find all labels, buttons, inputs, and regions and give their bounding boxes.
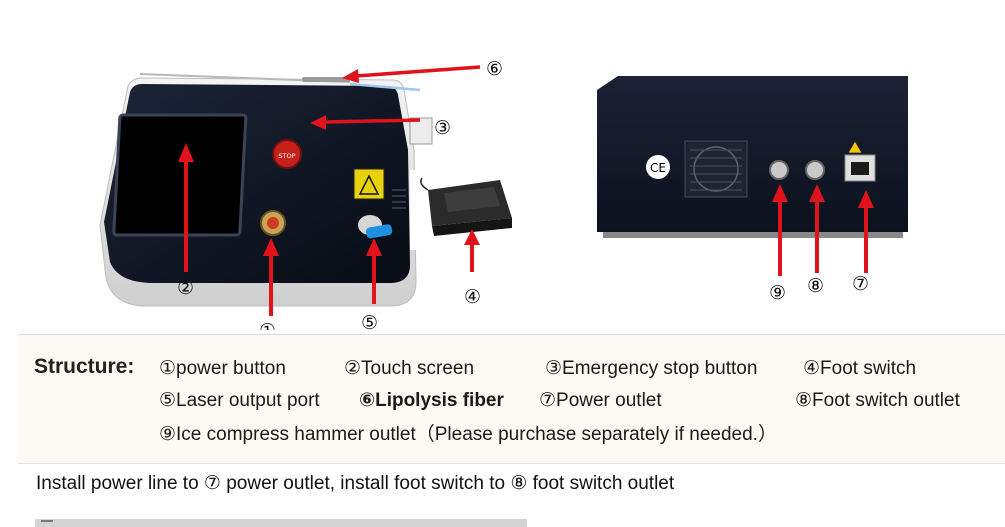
- callout-2: ②: [177, 277, 194, 299]
- structure-item: ⑦Power outlet: [539, 390, 662, 411]
- structure-item: ②Touch screen: [344, 358, 475, 379]
- structure-item: ①power button: [159, 358, 286, 379]
- laser-output-port: [358, 215, 393, 239]
- callout-4: ④: [464, 286, 481, 308]
- callout-8: ⑧: [807, 275, 824, 297]
- install-instruction: Install power line to ⑦ power outlet, in…: [36, 473, 675, 494]
- structure-item: ③Emergency stop button: [545, 358, 758, 379]
- callout-arrows: [178, 65, 874, 316]
- back-device: CE: [597, 76, 908, 238]
- svg-text:CE: CE: [650, 161, 666, 175]
- foot-switch: [410, 170, 520, 250]
- structure-panel: Structure: ①power button ②Touch screen ③…: [18, 334, 1005, 464]
- callout-3: ③: [434, 117, 451, 139]
- structure-item: ⑨Ice compress hammer outlet（Please purch…: [159, 424, 777, 445]
- callout-9: ⑨: [769, 282, 786, 304]
- front-device: STOP: [99, 73, 433, 307]
- foot-switch-outlet: [805, 160, 825, 180]
- structure-item: ④Foot switch: [803, 358, 917, 379]
- cooling-fan: [684, 140, 748, 198]
- callout-6: ⑥: [486, 58, 503, 80]
- bottom-strip: [35, 519, 527, 527]
- lipolysis-fiber: [139, 73, 421, 92]
- emergency-stop-button: STOP: [272, 139, 302, 169]
- device-diagram: STOP: [99, 58, 908, 330]
- structure-title: Structure:: [34, 355, 135, 378]
- touch-screen: [112, 113, 248, 237]
- ice-hammer-outlet: [769, 160, 789, 180]
- power-button: [260, 210, 286, 236]
- ce-mark: CE: [646, 155, 670, 179]
- power-outlet: [844, 140, 876, 182]
- structure-item: ⑧Foot switch outlet: [795, 390, 960, 411]
- svg-text:STOP: STOP: [278, 152, 295, 160]
- structure-item: ⑤Laser output port: [159, 390, 320, 411]
- callout-7: ⑦: [852, 273, 869, 295]
- callout-1: ①: [259, 320, 276, 330]
- structure-item: ⑥Lipolysis fiber: [359, 390, 504, 411]
- callout-5: ⑤: [361, 312, 378, 330]
